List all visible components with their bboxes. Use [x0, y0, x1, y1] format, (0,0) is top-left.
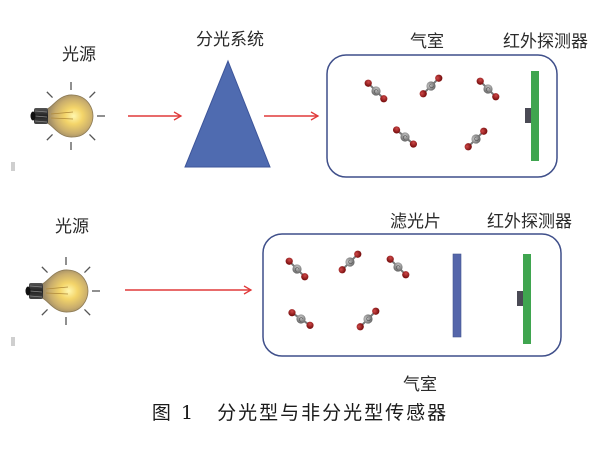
- light-bulb-icon: [25, 257, 100, 325]
- oxygen-atom: [480, 127, 488, 135]
- bulb-thread: [29, 295, 43, 298]
- oxygen-atom: [338, 266, 346, 274]
- oxygen-atom: [476, 77, 484, 85]
- oxygen-atom: [435, 74, 443, 82]
- bulb-thread: [34, 115, 48, 118]
- co2-molecule-icon: C: [356, 307, 380, 331]
- gas-chamber-box: [262, 233, 562, 357]
- carbon-atom: [345, 257, 355, 267]
- dispersion-system-label: 分光系统: [196, 30, 264, 50]
- light-ray: [41, 309, 48, 316]
- edge-mark: [11, 162, 15, 171]
- carbon-label: C: [365, 316, 372, 323]
- bulb-glass: [41, 269, 89, 313]
- oxygen-atom: [464, 143, 472, 151]
- co2-molecule-icon: C: [288, 309, 314, 329]
- figure-caption: 图 1 分光型与非分光型传感器: [0, 398, 600, 425]
- light-ray: [84, 309, 91, 316]
- bulb-tip: [25, 286, 31, 296]
- ir-detector-label-bottom: 红外探测器: [487, 212, 572, 232]
- detector-sensor: [525, 108, 531, 123]
- carbon-label: C: [297, 316, 304, 323]
- oxygen-atom: [356, 323, 364, 331]
- oxygen-atom: [419, 90, 427, 98]
- oxygen-atom: [392, 126, 401, 134]
- oxygen-atom: [288, 309, 296, 317]
- carbon-atom: [483, 84, 493, 94]
- oxygen-atom: [354, 250, 362, 258]
- optical-filter-plate: [452, 253, 462, 338]
- bulb-thread: [29, 290, 43, 293]
- gas-chamber-label-top: 气室: [410, 32, 444, 52]
- bulb-filament: [45, 286, 69, 295]
- oxygen-atom: [402, 271, 410, 279]
- figure-number: 图 1: [151, 402, 196, 424]
- bulb-thread: [29, 285, 43, 288]
- carbon-label: C: [401, 134, 408, 141]
- carbon-label: C: [428, 83, 435, 90]
- oxygen-atom: [492, 93, 500, 101]
- light-ray: [89, 91, 96, 98]
- carbon-label: C: [347, 259, 354, 266]
- carbon-label: C: [372, 88, 379, 95]
- carbon-atom: [400, 132, 410, 142]
- carbon-atom: [426, 81, 436, 91]
- ir-detector-plate: [531, 71, 539, 161]
- gas-chamber-box: [326, 54, 558, 178]
- detector-sensor: [517, 291, 523, 306]
- edge-mark: [11, 337, 15, 346]
- co2-molecule-icon: C: [464, 127, 488, 151]
- prism-triangle: [184, 59, 271, 168]
- co2-molecule-icon: C: [285, 257, 309, 281]
- carbon-label: C: [484, 86, 491, 93]
- co2-molecule-icon: C: [419, 74, 443, 98]
- carbon-label: C: [473, 136, 480, 143]
- carbon-atom: [471, 134, 481, 144]
- oxygen-atom: [386, 255, 394, 263]
- light-ray: [46, 91, 53, 98]
- bulb-tip: [30, 111, 36, 121]
- carbon-atom: [393, 262, 403, 272]
- oxygen-atom: [285, 257, 293, 265]
- light-source-label-bottom: 光源: [55, 217, 89, 237]
- carbon-label: C: [293, 266, 300, 273]
- ir-detector-label-top: 红外探测器: [503, 32, 588, 52]
- co2-molecule-icon: C: [386, 255, 410, 279]
- oxygen-atom: [372, 307, 380, 315]
- light-source-label-top: 光源: [62, 45, 96, 65]
- light-ray: [89, 134, 96, 141]
- bulb-filament: [50, 111, 74, 120]
- oxygen-atom: [364, 79, 372, 87]
- oxygen-atom: [380, 95, 388, 103]
- co2-molecule-icon: C: [364, 79, 388, 103]
- oxygen-atom: [301, 273, 309, 281]
- light-ray: [84, 266, 91, 273]
- bulb-thread: [34, 110, 48, 113]
- filter-label: 滤光片: [390, 212, 441, 232]
- figure-caption-text: 分光型与非分光型传感器: [217, 402, 449, 424]
- co2-molecule-icon: C: [338, 250, 362, 274]
- ir-detector-plate: [523, 254, 531, 344]
- oxygen-atom: [409, 140, 418, 148]
- bulb-glass: [46, 94, 94, 138]
- gas-chamber-label-bottom: 气室: [403, 375, 437, 395]
- light-ray: [46, 134, 53, 141]
- carbon-atom: [292, 264, 302, 274]
- oxygen-atom: [306, 321, 314, 329]
- light-ray: [41, 266, 48, 273]
- bulb-thread: [34, 120, 48, 123]
- carbon-atom: [296, 314, 306, 324]
- co2-molecule-icon: C: [392, 126, 418, 148]
- carbon-atom: [371, 86, 381, 96]
- carbon-atom: [363, 314, 373, 324]
- co2-molecule-icon: C: [476, 77, 500, 101]
- carbon-label: C: [394, 264, 401, 271]
- light-bulb-icon: [30, 82, 105, 150]
